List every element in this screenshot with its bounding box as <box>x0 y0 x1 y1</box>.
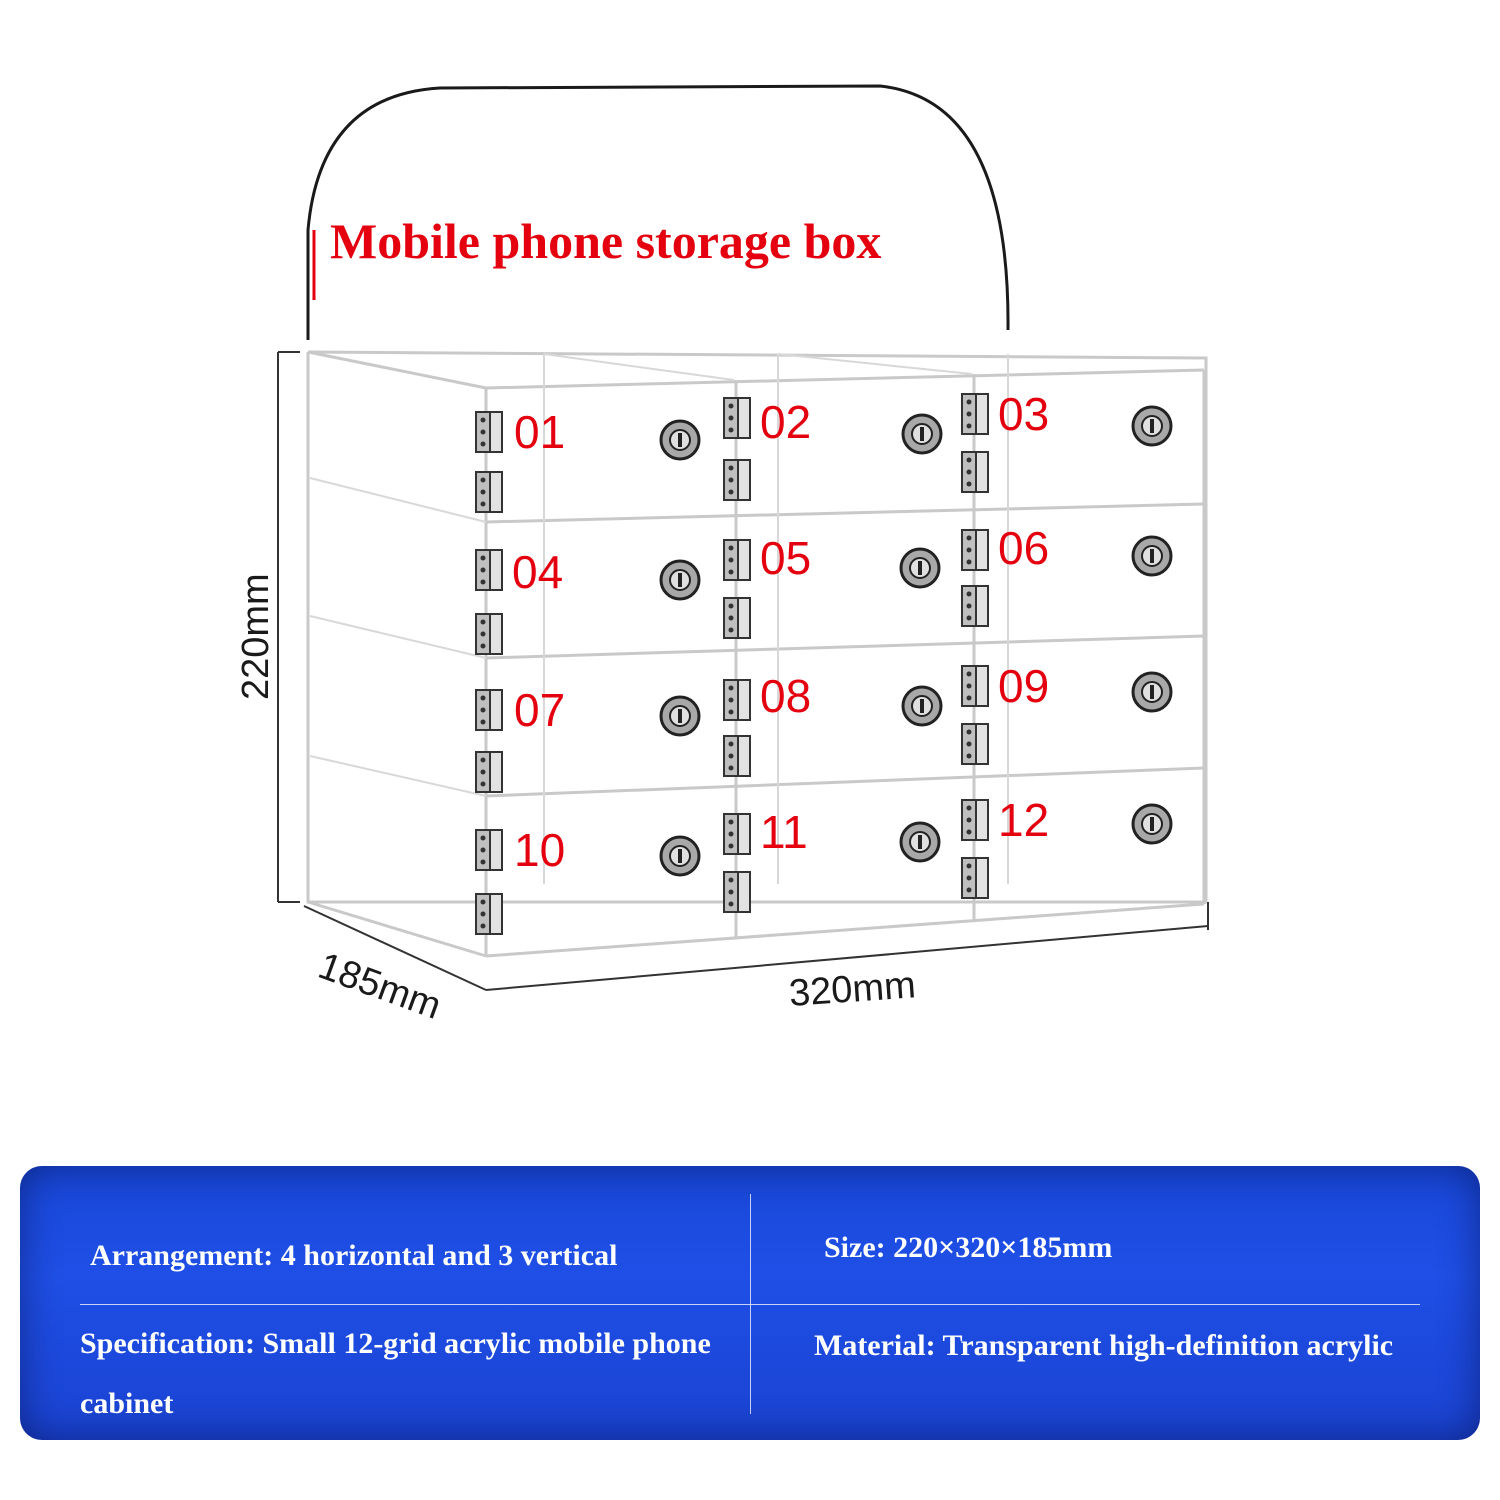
hinge-icon <box>723 459 751 501</box>
hinge-icon <box>723 871 751 913</box>
inner-shelf <box>309 477 487 523</box>
inner-shelf <box>309 755 487 797</box>
compartment-number: 09 <box>998 660 1049 712</box>
hinge-icon <box>961 857 989 899</box>
compartment-number: 06 <box>998 522 1049 574</box>
shelf-line <box>485 766 1205 798</box>
hinge-icon <box>723 597 751 639</box>
hinge-icon <box>961 393 989 435</box>
lock-icon <box>899 821 941 863</box>
hinge-icon <box>475 751 503 793</box>
shelf-line <box>485 502 1205 524</box>
spec-panel: Arrangement: 4 horizontal and 3 vertical… <box>20 1166 1480 1440</box>
lock-icon <box>1131 803 1173 845</box>
lock-icon <box>899 547 941 589</box>
hinge-icon <box>475 471 503 513</box>
compartment-number: 04 <box>512 546 563 598</box>
lock-icon <box>1131 405 1173 447</box>
compartment-number: 10 <box>514 824 565 876</box>
compartment-number: 11 <box>760 806 808 858</box>
shelf-line <box>485 634 1205 660</box>
compartment-number: 01 <box>514 406 565 458</box>
compartment-number: 02 <box>760 396 811 448</box>
dimension-lines <box>277 351 1209 991</box>
hinge-icon <box>723 679 751 721</box>
acrylic-cabinet: 01 02 03 04 05 06 07 08 09 10 11 12 <box>306 350 1208 958</box>
compartment-number: 12 <box>998 794 1049 846</box>
hinge-icon <box>475 829 503 871</box>
front-bottom-edge <box>485 902 1205 958</box>
hinge-icon <box>723 539 751 581</box>
arrangement-text: Arrangement: 4 horizontal and 3 vertical <box>90 1239 618 1272</box>
specification-text: Specification: Small 12-grid acrylic mob… <box>80 1327 711 1420</box>
hinge-icon <box>475 411 503 453</box>
lock-icon <box>901 685 943 727</box>
side-bottom <box>307 900 487 958</box>
compartment-number: 03 <box>998 388 1049 440</box>
front-top-edge <box>485 368 1205 390</box>
hinge-icon <box>723 813 751 855</box>
hinge-icon <box>475 689 503 731</box>
lock-icon <box>659 559 701 601</box>
hinge-icon <box>961 451 989 493</box>
lock-icon <box>901 413 943 455</box>
hinge-icon <box>475 549 503 591</box>
material-text: Material: Transparent high-definition ac… <box>814 1329 1394 1362</box>
inner-top <box>543 353 735 381</box>
lock-icon <box>659 835 701 877</box>
hinge-icon <box>723 735 751 777</box>
hinge-icon <box>475 613 503 655</box>
lock-icon <box>659 419 701 461</box>
arched-sign <box>306 84 1010 340</box>
lock-icon <box>659 695 701 737</box>
hinge-icon <box>723 397 751 439</box>
side-top <box>307 350 487 390</box>
lock-icon <box>1131 671 1173 713</box>
panel-divider-horizontal <box>80 1304 1420 1305</box>
height-label: 220mm <box>235 573 277 700</box>
lock-icon <box>1131 535 1173 577</box>
hinge-icon <box>961 529 989 571</box>
compartment-number: 08 <box>760 670 811 722</box>
depth-label: 185mm <box>313 945 446 1028</box>
compartment-number: 05 <box>760 532 811 584</box>
compartment-number: 07 <box>514 684 565 736</box>
size-text: Size: 220×320×185mm <box>824 1231 1113 1264</box>
hinge-icon <box>961 723 989 765</box>
width-label: 320mm <box>788 964 917 1015</box>
inner-top <box>777 353 973 375</box>
hinge-icon <box>961 665 989 707</box>
hinge-icon <box>961 799 989 841</box>
hinge-icon <box>475 893 503 935</box>
back-panel <box>306 350 1208 904</box>
hinge-icon <box>961 585 989 627</box>
diagram-title: Mobile phone storage box <box>330 213 881 269</box>
inner-shelf <box>309 615 487 659</box>
